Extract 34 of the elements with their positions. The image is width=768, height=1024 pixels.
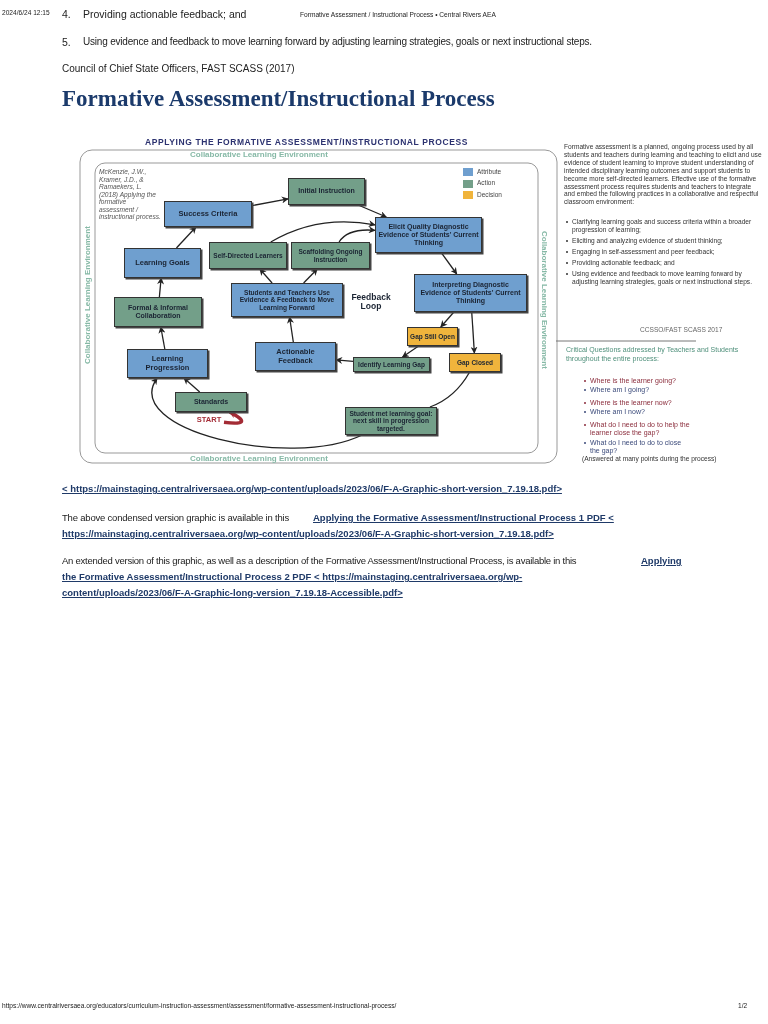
environment-label: Collaborative Learning Environment xyxy=(540,230,549,371)
paragraph-text: An extended version of this graphic, as well as a description of the Formative Assessment/Instructional Process, is available in this xyxy=(62,555,577,566)
list-number: 4. xyxy=(62,8,71,20)
link: Applying the Formative Assessment/Instructional Process 1 PDF < xyxy=(313,512,614,523)
arrow xyxy=(338,226,376,243)
arrow xyxy=(470,311,478,354)
link: content/uploads/2023/06/F-A-Graphic-long-version_7.19.18-Accessible.pdf> xyxy=(62,587,403,598)
paragraph-text: The above condensed version graphic is available in this xyxy=(62,512,289,523)
list-item-text: Providing actionable feedback; and xyxy=(83,8,247,20)
loop-label: Feedback Loop xyxy=(350,293,392,310)
arrow xyxy=(259,268,273,284)
environment-label: Collaborative Learning Environment xyxy=(83,225,92,366)
arrow xyxy=(270,220,376,243)
link: Applying xyxy=(641,555,682,566)
source-citation: Council of Chief State Officers, FAST SCASS (2017) xyxy=(62,63,295,74)
arrow xyxy=(302,268,318,284)
link: the Formative Assessment/Instructional Process 2 PDF < https://mainstaging.centralriversaea.org/wp- xyxy=(62,571,523,582)
environment-label: Collaborative Learning Environment xyxy=(190,150,328,159)
link: https://mainstaging.centralriversaea.org/wp-content/uploads/2023/06/F-A-Graphic-short-version_7.19.18.pdf> xyxy=(62,528,554,539)
arrow xyxy=(440,252,458,275)
graphic-title: APPLYING THE FORMATIVE ASSESSMENT/INSTRUCTIONAL PROCESS xyxy=(145,137,468,147)
arrow xyxy=(157,277,165,298)
arrow xyxy=(440,311,455,328)
arrow xyxy=(251,196,289,207)
link: < https://mainstaging.centralriversaea.org/wp-content/uploads/2023/06/F-A-Graphic-short-version_7.19.18.pdf> xyxy=(62,483,562,494)
arrow xyxy=(335,356,354,364)
list-item-text: Using evidence and feedback to move learning forward by adjusting learning strategies, goals or next instructional steps. xyxy=(83,36,592,47)
arrow xyxy=(158,326,166,350)
arrow xyxy=(175,226,197,249)
arrow xyxy=(183,377,201,393)
list-number: 5. xyxy=(62,36,71,48)
arrow xyxy=(287,316,294,343)
page-heading: Formative Assessment/Instructional Process xyxy=(62,86,495,112)
environment-label: Collaborative Learning Environment xyxy=(190,454,328,463)
